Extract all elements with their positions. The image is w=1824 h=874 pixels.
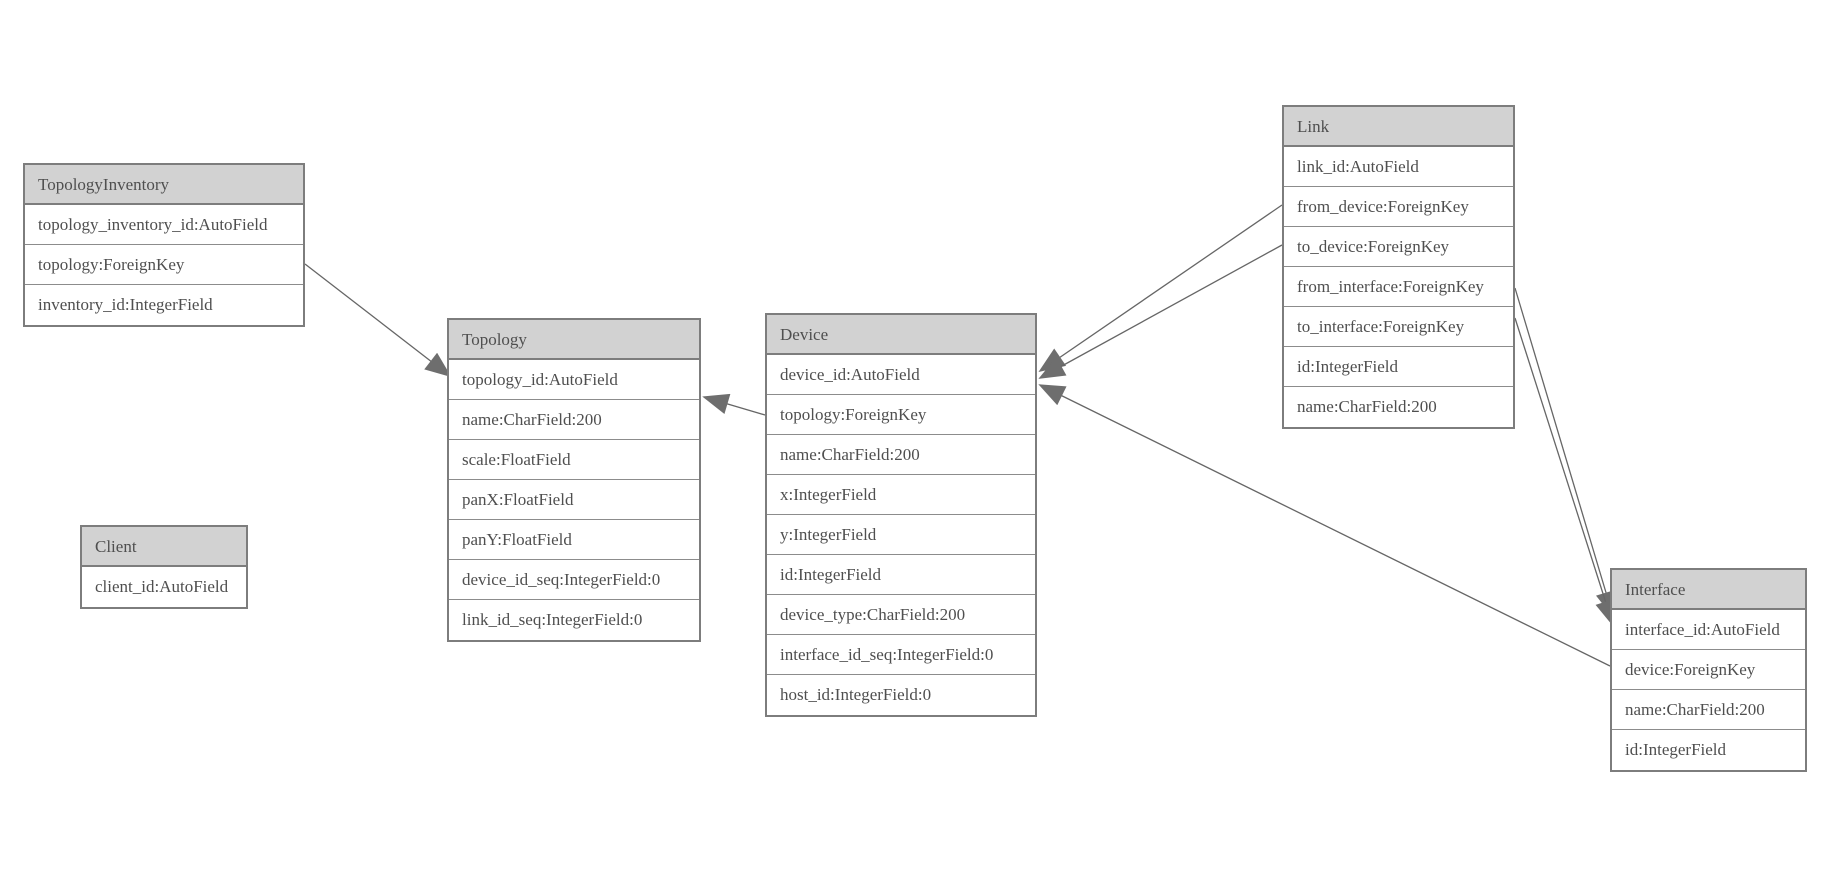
- entity-field: id:IntegerField: [1612, 730, 1805, 770]
- entity-field: interface_id:AutoField: [1612, 610, 1805, 650]
- entity-field: link_id:AutoField: [1284, 147, 1513, 187]
- entity-field: id:IntegerField: [767, 555, 1035, 595]
- entity-title-topology: Topology: [449, 320, 699, 360]
- entity-title-topology-inventory: TopologyInventory: [25, 165, 303, 205]
- entity-field: interface_id_seq:IntegerField:0: [767, 635, 1035, 675]
- entity-field: name:CharField:200: [1612, 690, 1805, 730]
- entity-field: client_id:AutoField: [82, 567, 246, 607]
- entity-title-link: Link: [1284, 107, 1513, 147]
- entity-field: panX:FloatField: [449, 480, 699, 520]
- relation-topology-inventory-topology-to-topology: [304, 263, 452, 378]
- entity-field: topology_id:AutoField: [449, 360, 699, 400]
- entity-title-device: Device: [767, 315, 1035, 355]
- entity-field: name:CharField:200: [449, 400, 699, 440]
- entity-field: panY:FloatField: [449, 520, 699, 560]
- relation-device-topology-to-topology: [702, 393, 766, 416]
- entity-field: y:IntegerField: [767, 515, 1035, 555]
- entity-title-interface: Interface: [1612, 570, 1805, 610]
- entity-field: device:ForeignKey: [1612, 650, 1805, 690]
- relation-link-from-interface-to-interface: [1514, 287, 1617, 618]
- entity-field: topology_inventory_id:AutoField: [25, 205, 303, 245]
- entity-title-client: Client: [82, 527, 246, 567]
- relation-link-from-device-to-device: [1038, 204, 1283, 373]
- entity-field: from_device:ForeignKey: [1284, 187, 1513, 227]
- entity-field: from_interface:ForeignKey: [1284, 267, 1513, 307]
- entity-field: inventory_id:IntegerField: [25, 285, 303, 325]
- entity-field: host_id:IntegerField:0: [767, 675, 1035, 715]
- entity-field: link_id_seq:IntegerField:0: [449, 600, 699, 640]
- entity-field: id:IntegerField: [1284, 347, 1513, 387]
- relation-link-to-device-to-device: [1038, 244, 1283, 379]
- entity-field: device_type:CharField:200: [767, 595, 1035, 635]
- entity-field: name:CharField:200: [1284, 387, 1513, 427]
- entity-field: name:CharField:200: [767, 435, 1035, 475]
- entity-field: scale:FloatField: [449, 440, 699, 480]
- entity-field: to_interface:ForeignKey: [1284, 307, 1513, 347]
- entity-field: topology:ForeignKey: [25, 245, 303, 285]
- entity-field: to_device:ForeignKey: [1284, 227, 1513, 267]
- entity-field: device_id_seq:IntegerField:0: [449, 560, 699, 600]
- relation-link-to-interface-to-interface: [1514, 317, 1616, 627]
- entity-field: topology:ForeignKey: [767, 395, 1035, 435]
- entity-field: x:IntegerField: [767, 475, 1035, 515]
- entity-field: device_id:AutoField: [767, 355, 1035, 395]
